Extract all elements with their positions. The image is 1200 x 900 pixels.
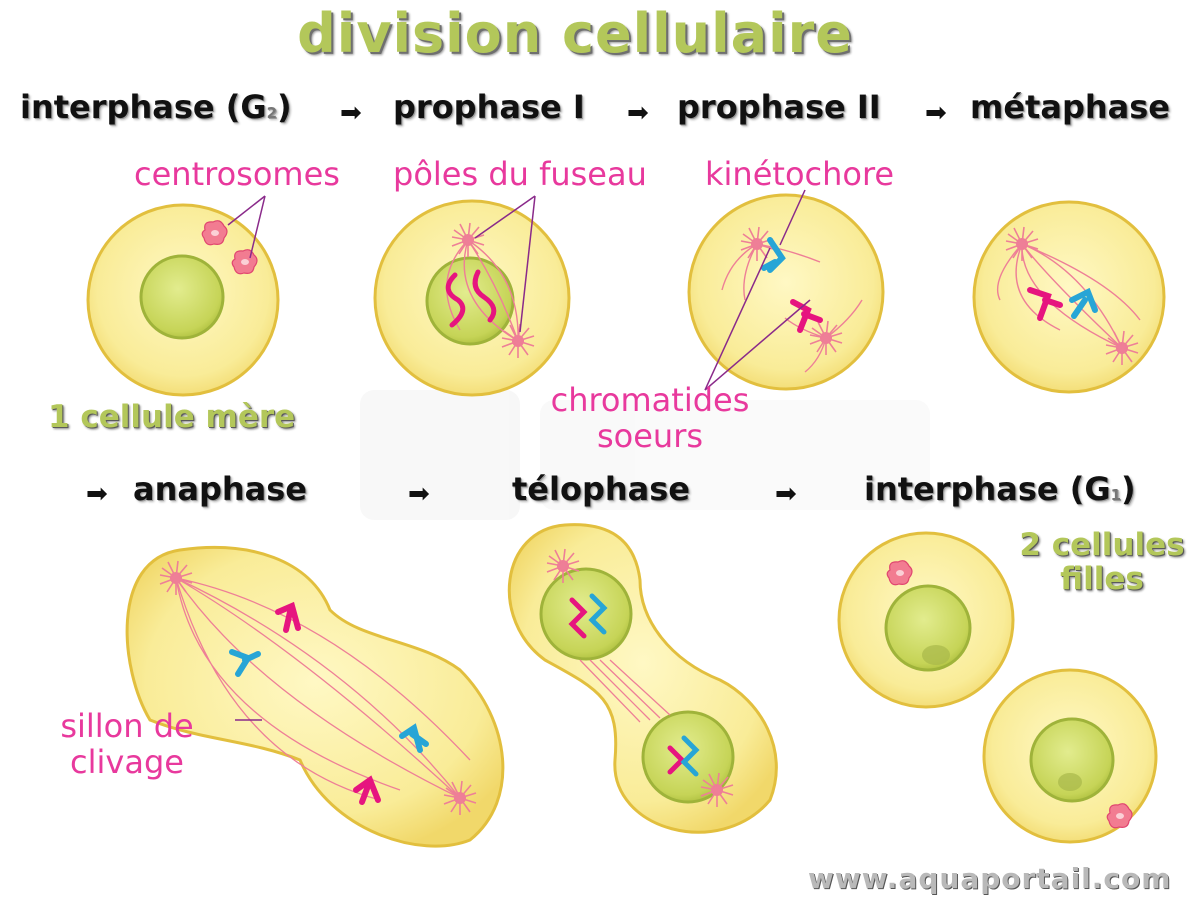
label-cellule-mere: 1 cellule mère [48,399,296,435]
phase-telophase: télophase [512,470,690,508]
label-poles-du-fuseau: pôles du fuseau [393,155,647,193]
label-centrosomes: centrosomes [134,155,340,193]
arrow-right-icon: ➡ [340,98,362,128]
arrow-right-icon: ➡ [925,98,947,128]
arrow-right-icon: ➡ [86,479,108,509]
watermark-logo [360,390,930,520]
cell-daughter-bottom [982,668,1158,844]
cell-metaphase [972,200,1166,394]
arrow-right-icon: ➡ [408,479,430,509]
phase-metaphase: métaphase [970,88,1170,126]
chromosome-icon [353,775,381,805]
centrosome-icon [231,249,258,275]
chromosome-icon [1027,287,1063,321]
arrow-right-icon: ➡ [775,479,797,509]
label-kinetochore: kinétochore [705,155,895,193]
chromosome-icon [445,272,466,328]
pointer-lines [227,189,811,721]
chromosome-icon [399,723,429,753]
chromosome-icon [761,237,786,273]
cell-telophase [507,523,778,834]
chromosome-icon [680,735,700,777]
website-url: www.aquaportail.com [808,862,1172,895]
page-title: division cellulaire [297,2,853,65]
centrosome-icon [201,220,228,246]
cell-daughter-top [837,531,1015,709]
cell-interphase-g2 [86,203,280,397]
phase-interphase-g1: interphase (G1) [864,470,1136,508]
phase-anaphase: anaphase [133,470,307,508]
chromosome-icon [667,745,686,775]
chromosome-icon [275,601,301,633]
chromosome-icon [568,597,588,639]
chromosome-icon [588,593,608,635]
chromosome-icon [229,649,261,677]
cell-prophase-2 [687,193,885,391]
centrosome-icon [1106,803,1133,829]
cell-prophase-1 [373,199,571,397]
cell-anaphase [125,546,505,848]
arrow-right-icon: ➡ [627,98,649,128]
centrosome-icon [886,560,913,586]
chromosome-icon [1069,287,1098,319]
chromosome-icon [790,299,823,333]
phase-interphase-g2: interphase (G2) [20,88,292,126]
phase-prophase-2: prophase II [677,88,881,126]
chromosome-icon [472,269,497,323]
phase-prophase-1: prophase I [393,88,585,126]
